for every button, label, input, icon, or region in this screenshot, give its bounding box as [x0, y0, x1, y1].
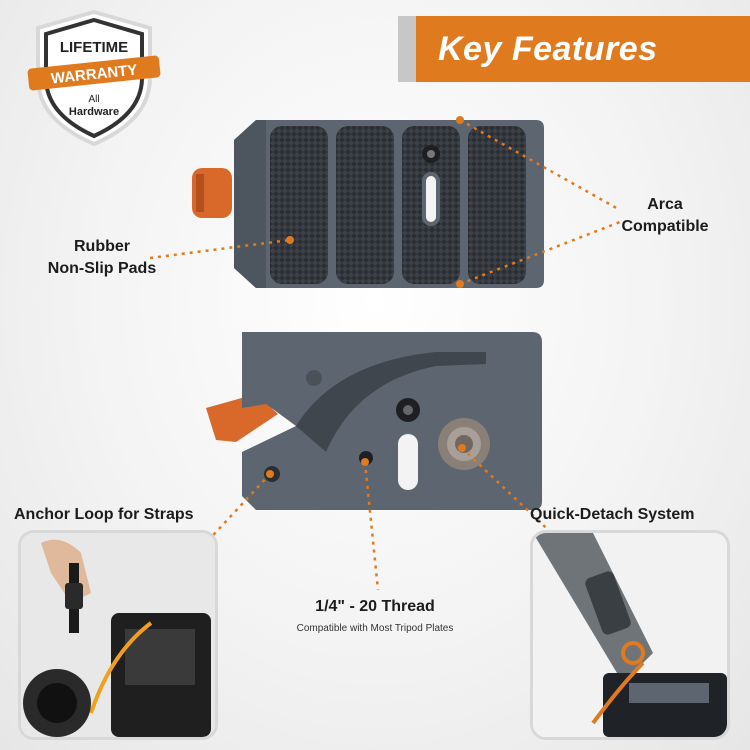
arca-line1: Arca	[647, 196, 683, 213]
plate-top-image	[192, 120, 544, 288]
thread-sub-label: Compatible with Most Tripod Plates	[296, 623, 454, 634]
badge-line4: Hardware	[69, 106, 119, 118]
arca-line2: Compatible	[621, 218, 709, 235]
plate-bottom-image	[206, 332, 542, 510]
anchor-loop-label: Anchor Loop for Straps	[14, 506, 194, 523]
title-banner: Key Features	[398, 16, 750, 82]
strap-photo	[18, 530, 218, 740]
orange-lever-icon	[206, 394, 278, 442]
rubber-line2: Non-Slip Pads	[47, 260, 157, 277]
anchor-hole	[264, 466, 280, 482]
rubber-pad	[270, 126, 328, 284]
thread-label: 1/4" - 20 Thread	[315, 598, 435, 615]
banner-title: Key Features	[438, 29, 658, 68]
rubber-pad	[468, 126, 526, 284]
camera-strap-photo	[530, 530, 730, 740]
badge-line3: All	[88, 94, 99, 105]
warranty-badge: LIFETIME WARRANTY All Hardware	[27, 9, 161, 147]
quick-detach-label: Quick-Detach System	[530, 506, 695, 523]
rubber-pads-label: Rubber Non-Slip Pads	[22, 236, 182, 280]
arca-label: Arca Compatible	[610, 194, 720, 238]
thread-hole	[359, 451, 373, 465]
rubber-pad	[336, 126, 394, 284]
badge-line1: LIFETIME	[60, 39, 128, 56]
rubber-line1: Rubber	[74, 238, 130, 255]
